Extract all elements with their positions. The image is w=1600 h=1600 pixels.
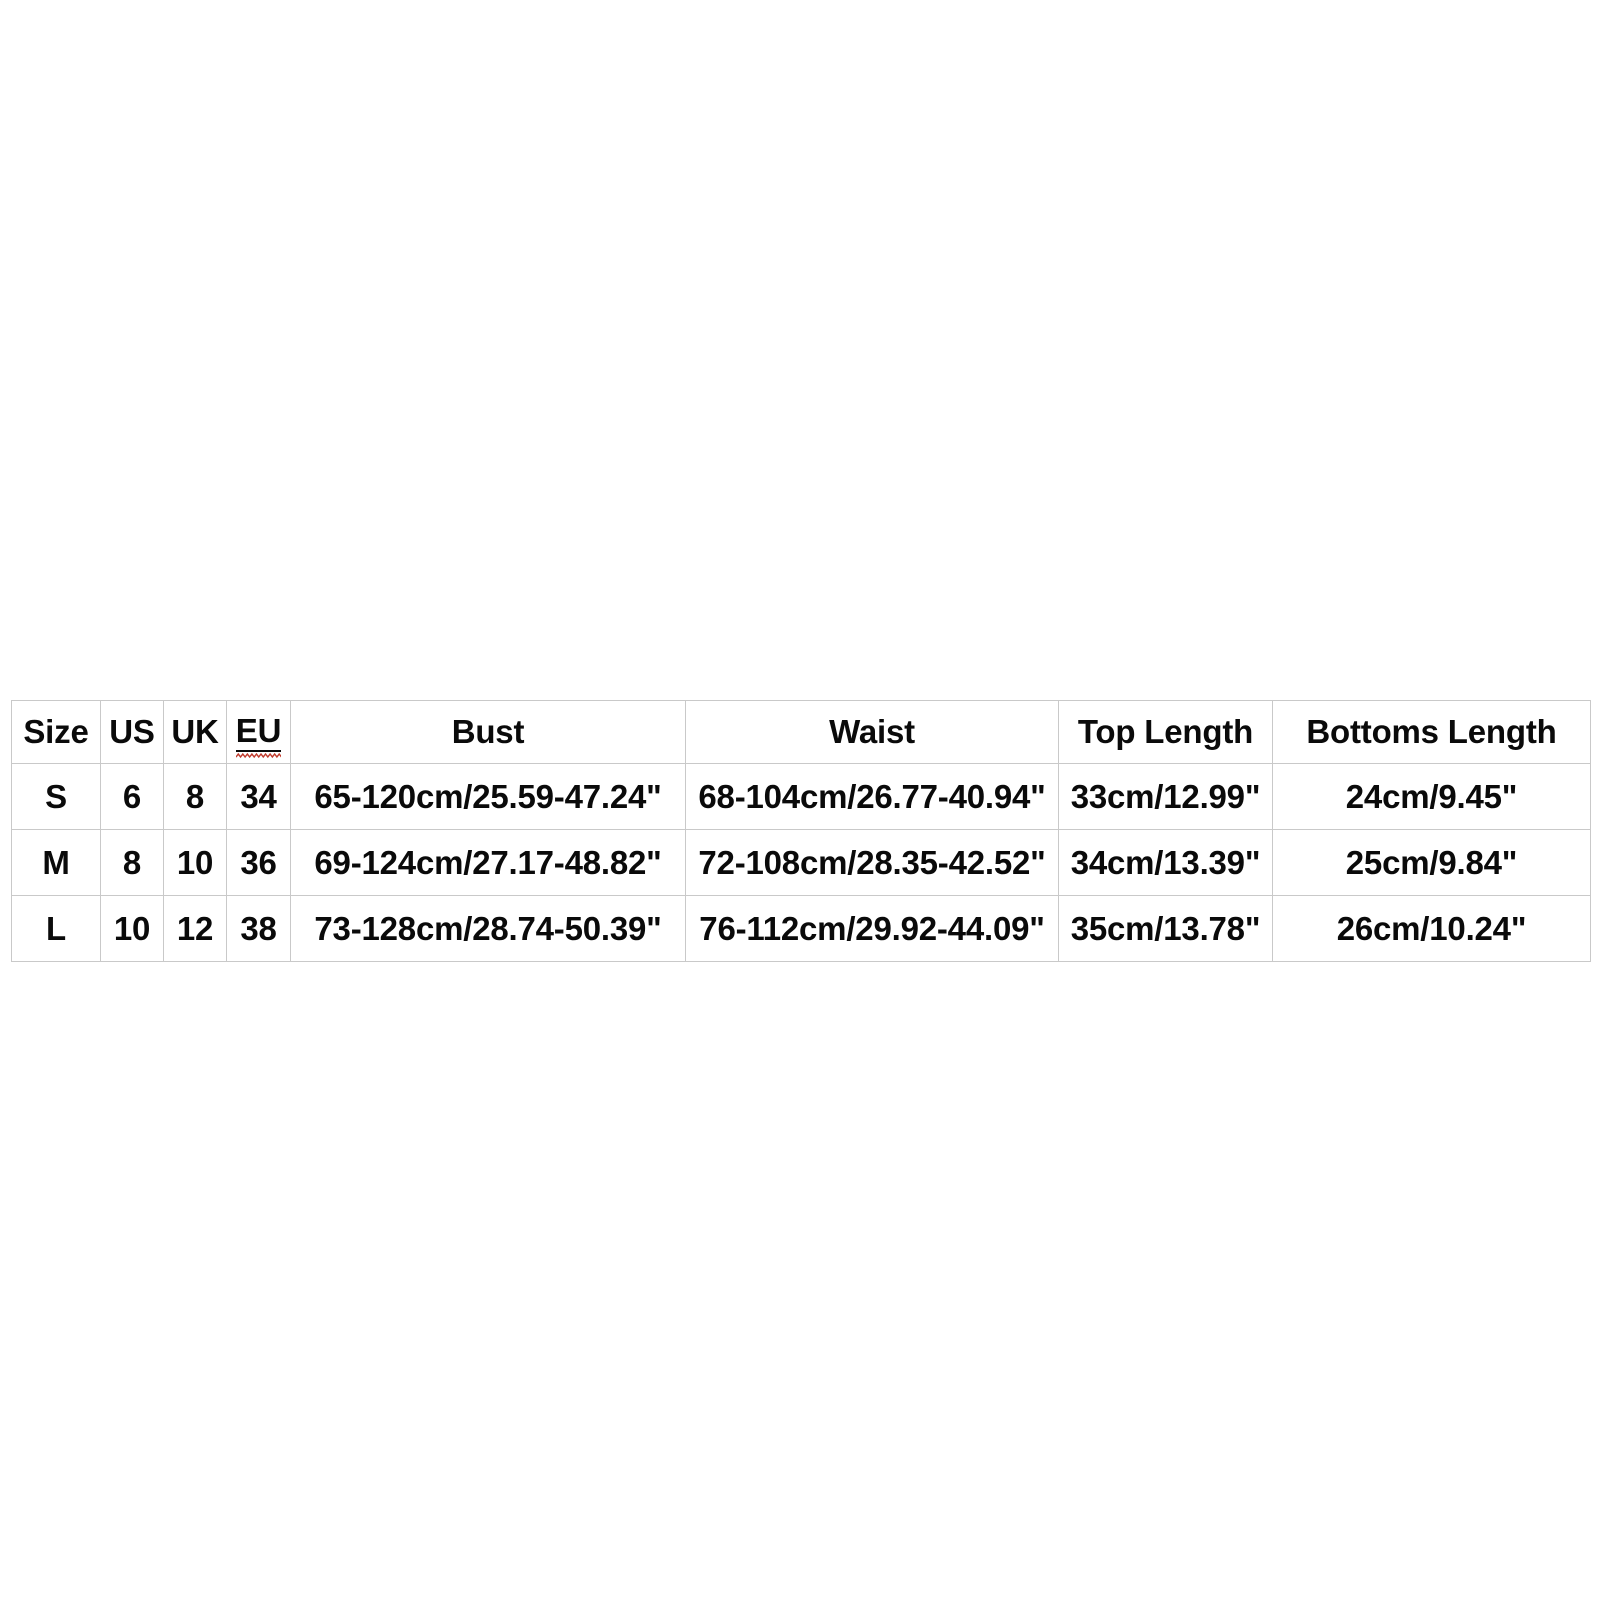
column-header-eu: EU — [226, 700, 291, 764]
cell-us: 10 — [100, 895, 164, 962]
cell-uk: 12 — [163, 895, 227, 962]
column-header-size: Size — [11, 700, 101, 764]
cell-bust: 73-128cm/28.74-50.39" — [290, 895, 686, 962]
cell-eu: 38 — [226, 895, 291, 962]
cell-waist: 72-108cm/28.35-42.52" — [685, 829, 1059, 896]
column-header-top-length: Top Length — [1058, 700, 1273, 764]
size-chart-table: Size US UK EU Bust — [11, 700, 1591, 962]
cell-uk: 8 — [163, 763, 227, 830]
cell-bottoms-length: 25cm/9.84" — [1272, 829, 1591, 896]
cell-size: S — [11, 763, 101, 830]
cell-bust: 69-124cm/27.17-48.82" — [290, 829, 686, 896]
size-chart-header: Size US UK EU Bust — [11, 700, 1591, 764]
table-row: S 6 8 34 65-120cm/25.59-47.24" 68-104cm/… — [11, 763, 1591, 830]
column-header-uk: UK — [163, 700, 227, 764]
cell-waist: 68-104cm/26.77-40.94" — [685, 763, 1059, 830]
table-row: L 10 12 38 73-128cm/28.74-50.39" 76-112c… — [11, 895, 1591, 962]
cell-top-length: 33cm/12.99" — [1058, 763, 1273, 830]
cell-top-length: 34cm/13.39" — [1058, 829, 1273, 896]
cell-waist: 76-112cm/29.92-44.09" — [685, 895, 1059, 962]
eu-header-text-wrapper: EU — [235, 712, 282, 759]
cell-top-length: 35cm/13.78" — [1058, 895, 1273, 962]
table-row: M 8 10 36 69-124cm/27.17-48.82" 72-108cm… — [11, 829, 1591, 896]
spellcheck-squiggle-icon — [235, 752, 282, 759]
cell-eu: 36 — [226, 829, 291, 896]
cell-size: L — [11, 895, 101, 962]
column-header-bottoms-length: Bottoms Length — [1272, 700, 1591, 764]
size-chart-container: Size US UK EU Bust — [11, 700, 1591, 962]
header-row: Size US UK EU Bust — [11, 700, 1591, 764]
cell-us: 8 — [100, 829, 164, 896]
cell-bottoms-length: 24cm/9.45" — [1272, 763, 1591, 830]
cell-bust: 65-120cm/25.59-47.24" — [290, 763, 686, 830]
cell-size: M — [11, 829, 101, 896]
cell-eu: 34 — [226, 763, 291, 830]
cell-uk: 10 — [163, 829, 227, 896]
column-header-waist: Waist — [685, 700, 1059, 764]
size-chart-body: S 6 8 34 65-120cm/25.59-47.24" 68-104cm/… — [11, 763, 1591, 962]
column-header-bust: Bust — [290, 700, 686, 764]
column-header-us: US — [100, 700, 164, 764]
cell-bottoms-length: 26cm/10.24" — [1272, 895, 1591, 962]
column-header-eu-label: EU — [235, 712, 282, 749]
cell-us: 6 — [100, 763, 164, 830]
